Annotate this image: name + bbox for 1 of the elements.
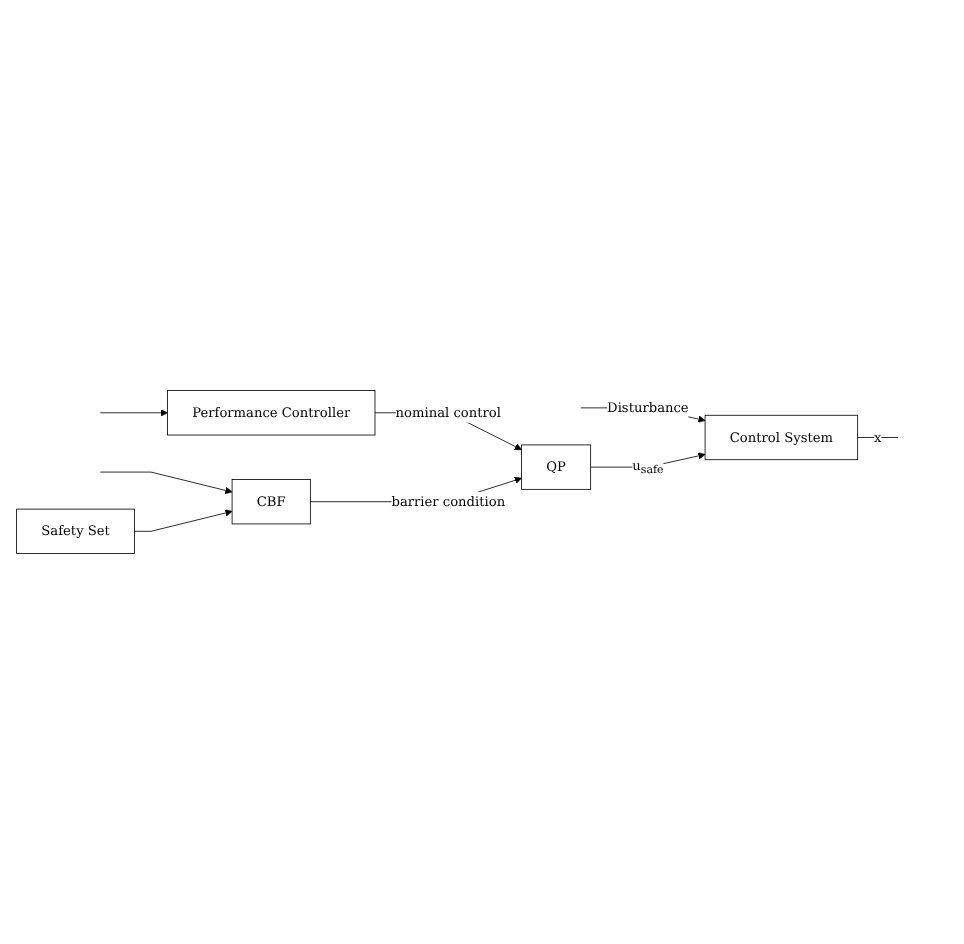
- connector: [857, 437, 899, 438]
